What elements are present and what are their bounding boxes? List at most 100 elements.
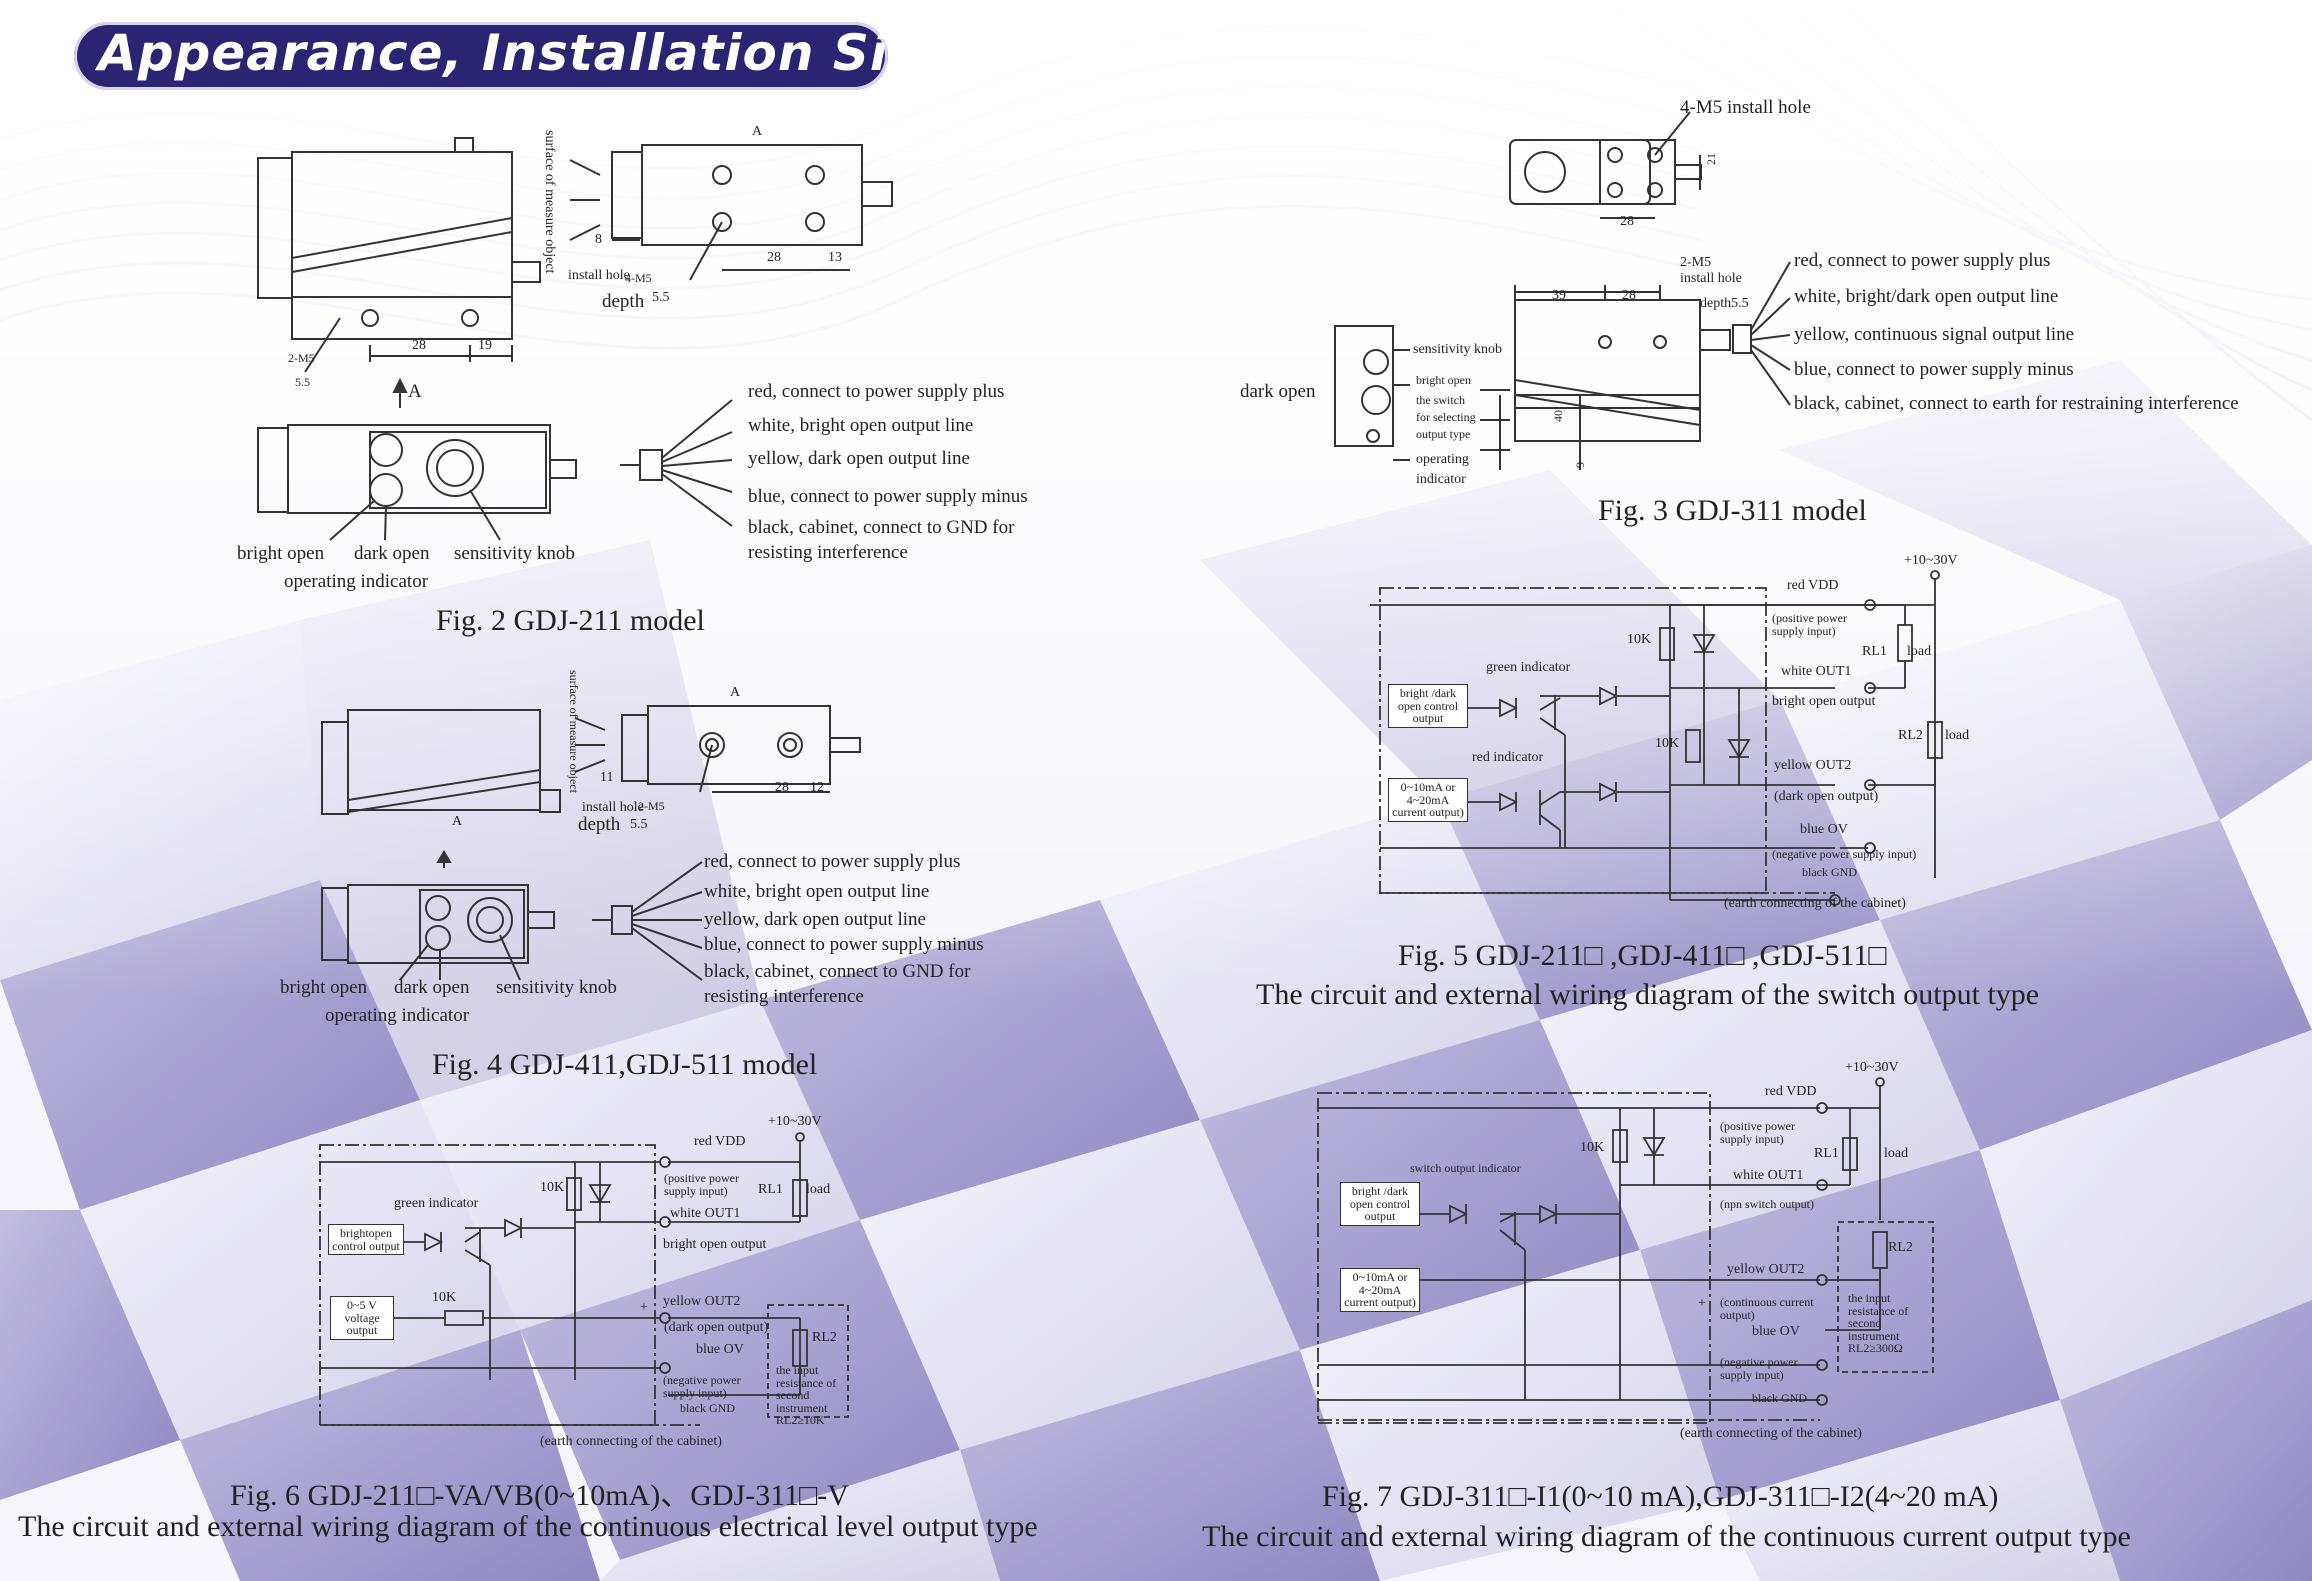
- fig7-rl1: RL1: [1814, 1146, 1839, 1161]
- fig2-operating-indicator: operating indicator: [284, 571, 429, 592]
- fig2-dim-a: A: [752, 124, 763, 139]
- fig5-bright-open-output: bright open output: [1772, 694, 1876, 709]
- fig3-sensitivity-knob: sensitivity knob: [1413, 342, 1503, 357]
- fig6-rl1: RL1: [758, 1182, 783, 1197]
- fig4-side-view: [321, 709, 561, 815]
- fig6-brightopen-box: brightopen control output: [328, 1224, 404, 1256]
- fig5-vplus: +10~30V: [1904, 553, 1958, 568]
- fig3-dim-39: 39: [1552, 288, 1566, 303]
- fig7-npn: (npn switch output): [1720, 1197, 1814, 1211]
- fig3-connector: [1732, 261, 1791, 406]
- fig7-vplus: +10~30V: [1845, 1060, 1899, 1075]
- fig4-dim-11: 11: [600, 770, 614, 785]
- fig6-black-gnd: black GND: [680, 1401, 735, 1415]
- fig3-the-switch: the switch: [1416, 393, 1465, 407]
- fig7-neg-supply: (negative power supply input): [1720, 1355, 1798, 1382]
- fig3-top-view: [1509, 111, 1702, 219]
- fig6-r10k: 10K: [540, 1180, 565, 1195]
- fig5-black-gnd: black GND: [1802, 865, 1857, 879]
- fig6-vplus: +10~30V: [768, 1114, 822, 1129]
- fig4-front-view: [574, 705, 861, 793]
- fig5-r10k2: 10K: [1655, 736, 1680, 751]
- fig3-install-hole2: install hole: [1680, 271, 1742, 286]
- fig2-wire-blue: blue, connect to power supply minus: [748, 486, 1028, 507]
- fig4-wire-black-2: resisting interference: [704, 986, 864, 1007]
- fig2-wire-red: red, connect to power supply plus: [748, 381, 1005, 402]
- fig6-caption-2: The circuit and external wiring diagram …: [18, 1510, 1038, 1543]
- fig4-dark-open: dark open: [394, 977, 470, 998]
- fig6-caption-1: Fig. 6 GDJ-211□-VA/VB(0~10mA)、GDJ-311□-V: [230, 1479, 849, 1512]
- fig4-depth: depth: [578, 814, 621, 835]
- fig5-current-box: 0~10mA or 4~20mA current output): [1388, 778, 1468, 822]
- fig6-green-indicator: green indicator: [394, 1196, 479, 1211]
- fig6-rl2: RL2: [812, 1330, 837, 1345]
- fig7-circuit: [1317, 1077, 1934, 1424]
- fig4-sensitivity-knob: sensitivity knob: [496, 977, 617, 998]
- fig2-m5-4: 4-M5: [625, 271, 652, 285]
- fig5-green-indicator: green indicator: [1486, 660, 1571, 675]
- fig6-bright-open-output: bright open output: [663, 1237, 767, 1252]
- fig5-load1: load: [1907, 644, 1932, 659]
- fig2-wire-yellow: yellow, dark open output line: [748, 448, 970, 469]
- fig2-m5-2-val: 5.5: [295, 375, 310, 389]
- fig7-r10k: 10K: [1580, 1140, 1605, 1155]
- fig6-voltage-box: 0~5 V voltage output: [330, 1296, 394, 1340]
- fig3-m5-2: 2-M5: [1680, 255, 1712, 270]
- fig2-caption: Fig. 2 GDJ-211 model: [436, 604, 705, 637]
- fig2-front-view: [569, 144, 893, 281]
- fig3-wire-blue: blue, connect to power supply minus: [1794, 359, 2074, 380]
- fig7-yellow-out2: yellow OUT2: [1727, 1262, 1805, 1277]
- fig3-side-view: [1334, 285, 1731, 470]
- fig6-yellow-out2: yellow OUT2: [663, 1294, 741, 1309]
- fig3-install-hole: 4-M5 install hole: [1680, 97, 1811, 118]
- fig5-r10k: 10K: [1627, 632, 1652, 647]
- fig4-wire-black: black, cabinet, connect to GND for: [704, 961, 971, 982]
- fig7-plus: +: [1698, 1296, 1706, 1311]
- fig7-earth: (earth connecting of the cabinet): [1680, 1426, 1862, 1441]
- fig4-operating-indicator: operating indicator: [325, 1005, 470, 1026]
- fig4-dim-28: 28: [775, 780, 789, 795]
- fig2-bright-open: bright open: [237, 543, 325, 564]
- fig5-bright-dark-box: bright /dark open control output: [1388, 684, 1468, 728]
- fig2-dims: [369, 345, 513, 408]
- fig3-wire-yellow: yellow, continuous signal output line: [1794, 324, 2075, 345]
- fig5-red-vdd: red VDD: [1787, 578, 1839, 593]
- fig6-red-vdd: red VDD: [694, 1134, 746, 1149]
- fig7-pos-supply: (positive power supply input): [1720, 1119, 1795, 1146]
- fig7-red-vdd: red VDD: [1765, 1084, 1817, 1099]
- fig6-neg-supply: (negative power supply input): [663, 1373, 741, 1400]
- fig2-wire-black-2: resisting interference: [748, 542, 908, 563]
- fig4-dim-a: A: [730, 685, 741, 700]
- fig6-load: load: [806, 1182, 831, 1197]
- fig3-caption: Fig. 3 GDJ-311 model: [1598, 494, 1867, 527]
- fig5-caption-2: The circuit and external wiring diagram …: [1256, 978, 2040, 1011]
- fig6-plus: +: [640, 1300, 648, 1315]
- fig2-sensitivity-knob: sensitivity knob: [454, 543, 575, 564]
- fig4-caption: Fig. 4 GDJ-411,GDJ-511 model: [432, 1048, 818, 1081]
- fig7-blue-0v: blue OV: [1752, 1324, 1800, 1339]
- fig2-depth: depth: [602, 291, 645, 312]
- fig5-neg-supply: (negative power supply input): [1772, 847, 1917, 861]
- fig2-dim-13: 13: [828, 250, 842, 265]
- fig7-input-res: the input resistance of second instrumen…: [1848, 1291, 1909, 1356]
- fig2-wire-white: white, bright open output line: [748, 415, 974, 436]
- fig7-switch-indicator: switch output indicator: [1410, 1161, 1521, 1175]
- fig5-white-out1: white OUT1: [1781, 664, 1852, 679]
- fig7-current-box: 0~10mA or 4~20mA current output): [1340, 1268, 1420, 1312]
- fig5-rl1: RL1: [1862, 644, 1887, 659]
- fig7-bright-dark-box: bright /dark open control output: [1340, 1182, 1420, 1226]
- fig5-yellow-out2: yellow OUT2: [1774, 758, 1852, 773]
- fig6-input-res: the input resistance of second instrumen…: [776, 1363, 837, 1428]
- fig2-dim-19: 19: [478, 338, 492, 353]
- page-title: Appearance, Installation Size: [98, 24, 954, 82]
- fig2-m5-2: 2-M5: [288, 351, 315, 365]
- fig2-depth-val: 5.5: [652, 290, 670, 305]
- fig3-bright-open: bright open: [1416, 373, 1471, 387]
- fig2-install-hole: install hole: [568, 268, 630, 283]
- fig7-caption-1: Fig. 7 GDJ-311□-I1(0~10 mA),GDJ-311□-I2(…: [1322, 1480, 1999, 1513]
- fig5-dark-open-output: (dark open output): [1774, 789, 1879, 804]
- fig2-wire-black: black, cabinet, connect to GND for: [748, 517, 1015, 538]
- fig4-wire-red: red, connect to power supply plus: [704, 851, 961, 872]
- title-banner: [74, 22, 888, 90]
